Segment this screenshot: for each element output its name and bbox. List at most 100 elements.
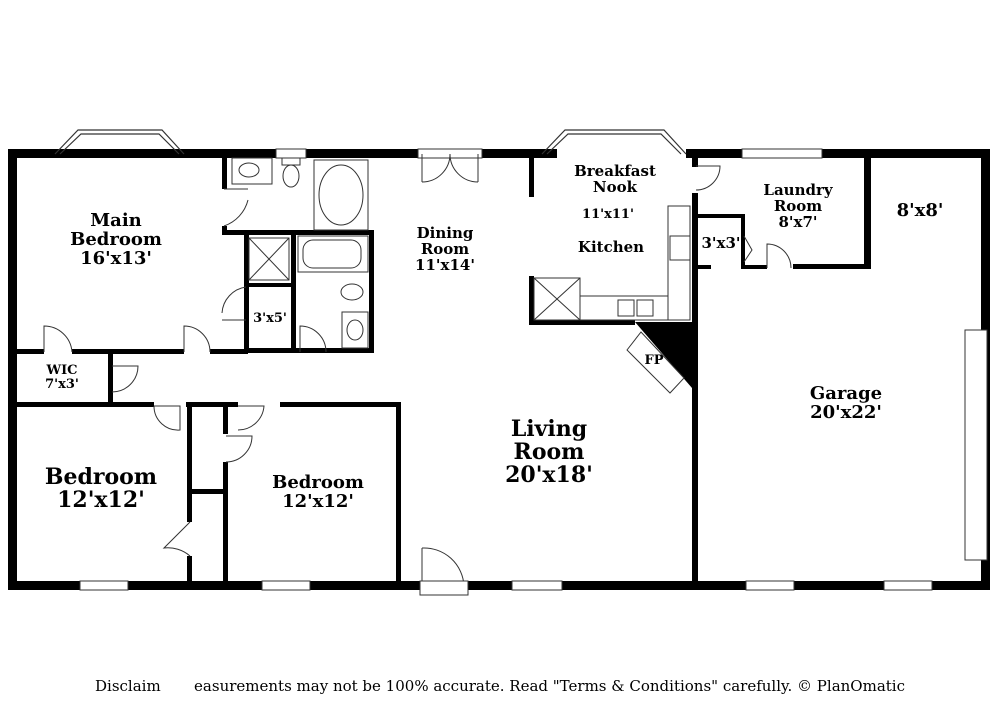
bedroom-left-name: Bedroom [44,464,158,490]
main-bedroom-size: 16'x13' [80,247,152,269]
window-bedroom-left [79,580,129,591]
cooktop [669,235,691,261]
toilet-hall [340,283,364,301]
door-bedroom-left [153,405,181,431]
door-bedroom-mid [237,405,265,431]
dining-room-label: Dining Room 11'x14' [415,224,475,274]
bay-window-main-bedroom [54,129,185,155]
living-room-size: 20'x18' [505,462,593,489]
laundry-room-size: 8'x7' [778,212,818,231]
wall-wic-top-c [210,349,248,354]
french-door-right [449,153,479,183]
door-kitchen-side [695,165,721,191]
wall-bedroom-right [396,402,401,586]
window-garage-2 [883,580,933,591]
garage-label: Garage 20'x22' [809,383,883,423]
door-front [421,547,465,587]
kitchen-counter-side [667,205,691,321]
kitchen-sink-2 [636,299,654,317]
toilet-tank-main [281,157,301,166]
front-door-threshold [419,580,469,596]
wall-bath-bottom [246,348,374,353]
toilet-main [282,164,300,188]
wall-laundry-top-left [692,155,698,167]
wall-kitchen-bottom [529,320,635,325]
closet-3x5-label: 3'x5' [253,312,287,326]
wic-label: WIC 7'x3' [45,364,79,391]
laundry-room-name: Laundry Room [763,181,833,215]
bedroom-left-label: Bedroom 12'x12' [44,464,158,514]
dining-room-size: 11'x14' [415,255,475,274]
wall-bedroom-divider-right-b [223,462,228,586]
sink-bowl [238,162,260,178]
wall-wic-top [14,349,44,354]
wall-laundry-right [864,155,871,269]
fixtures [231,157,691,349]
wall-laundry-bottom-b [741,265,767,269]
wall-kitchen-left-b [529,276,534,324]
wall-laundry-bottom [695,265,711,269]
door-pantry [743,235,753,263]
window-laundry-top [741,148,823,159]
shower-x2 [248,237,290,281]
door-closet-3x5 [221,286,247,321]
wall-hall-bottom [14,402,154,407]
wall-pantry-top [695,214,745,218]
wall-bedroom-divider-left-b [187,556,192,586]
wic-size: 7'x3' [45,376,79,392]
wall-top-far-right [822,149,990,158]
wall-wic-right [108,351,113,406]
wall-closet-mid [189,489,226,494]
window-living [511,580,563,591]
door-hall-closet [111,365,139,393]
disclaimer-text: Disclaim easurements may not be 100% acc… [95,677,905,695]
kitchen-sink-1 [617,299,635,317]
bay-window-breakfast-inner [546,133,682,155]
bedroom-left-size: 12'x12' [57,487,145,514]
tub-main-basin [318,164,364,226]
bay-window-breakfast [541,129,687,155]
closet-3x5-size: 3'x5' [253,311,287,326]
living-room-name: Living Room [510,416,588,466]
window-bath-top [275,148,307,159]
wall-bath-right [369,230,374,352]
wall-laundry-bottom-c [793,264,871,269]
wall-pantry-right [741,214,745,269]
door-closet-mid [225,435,253,463]
wall-bath-horizontal [222,230,374,235]
wall-bottom-mid [468,581,990,590]
fireplace-insert [626,331,685,394]
garage-size: 20'x22' [810,401,882,423]
sink-hall-bowl [346,319,364,341]
door-main-bath [223,188,249,227]
dining-room-name: Dining Room [416,224,474,258]
bedroom-mid-name: Bedroom [272,472,364,493]
wall-closet-top [244,283,294,287]
door-bath-lower [299,325,327,353]
door-laundry [766,243,792,269]
breakfast-nook-size: 11'x11' [582,207,634,222]
wall-bottom-left [8,581,420,590]
wall-bath-vertical [244,230,249,352]
bedroom-mid-size: 12'x12' [282,490,354,512]
window-bedroom-mid [261,580,311,591]
breakfast-nook-name: Breakfast Nook [574,162,656,196]
wall-kitchen-left [529,155,534,197]
wall-top-right [686,149,742,158]
wall-bedroom-divider-right [223,404,228,434]
garage-name: Garage [809,383,883,404]
door-main-bedroom [183,325,211,353]
main-bedroom-label: Main Bedroom 16'x13' [70,210,162,269]
bay-windows [54,129,687,155]
wall-bath-divider [291,230,296,352]
tub-hall-inner [302,239,362,269]
door-closet-left [162,521,191,557]
kitchen-label: Kitchen [577,238,645,256]
window-garage-1 [745,580,795,591]
windows [79,148,988,591]
wall-garage-left [692,193,698,586]
bedroom-mid-label: Bedroom 12'x12' [272,472,364,512]
main-bedroom-name: Main Bedroom [70,210,162,250]
laundry-room-label: Laundry Room 8'x7' [763,181,833,231]
